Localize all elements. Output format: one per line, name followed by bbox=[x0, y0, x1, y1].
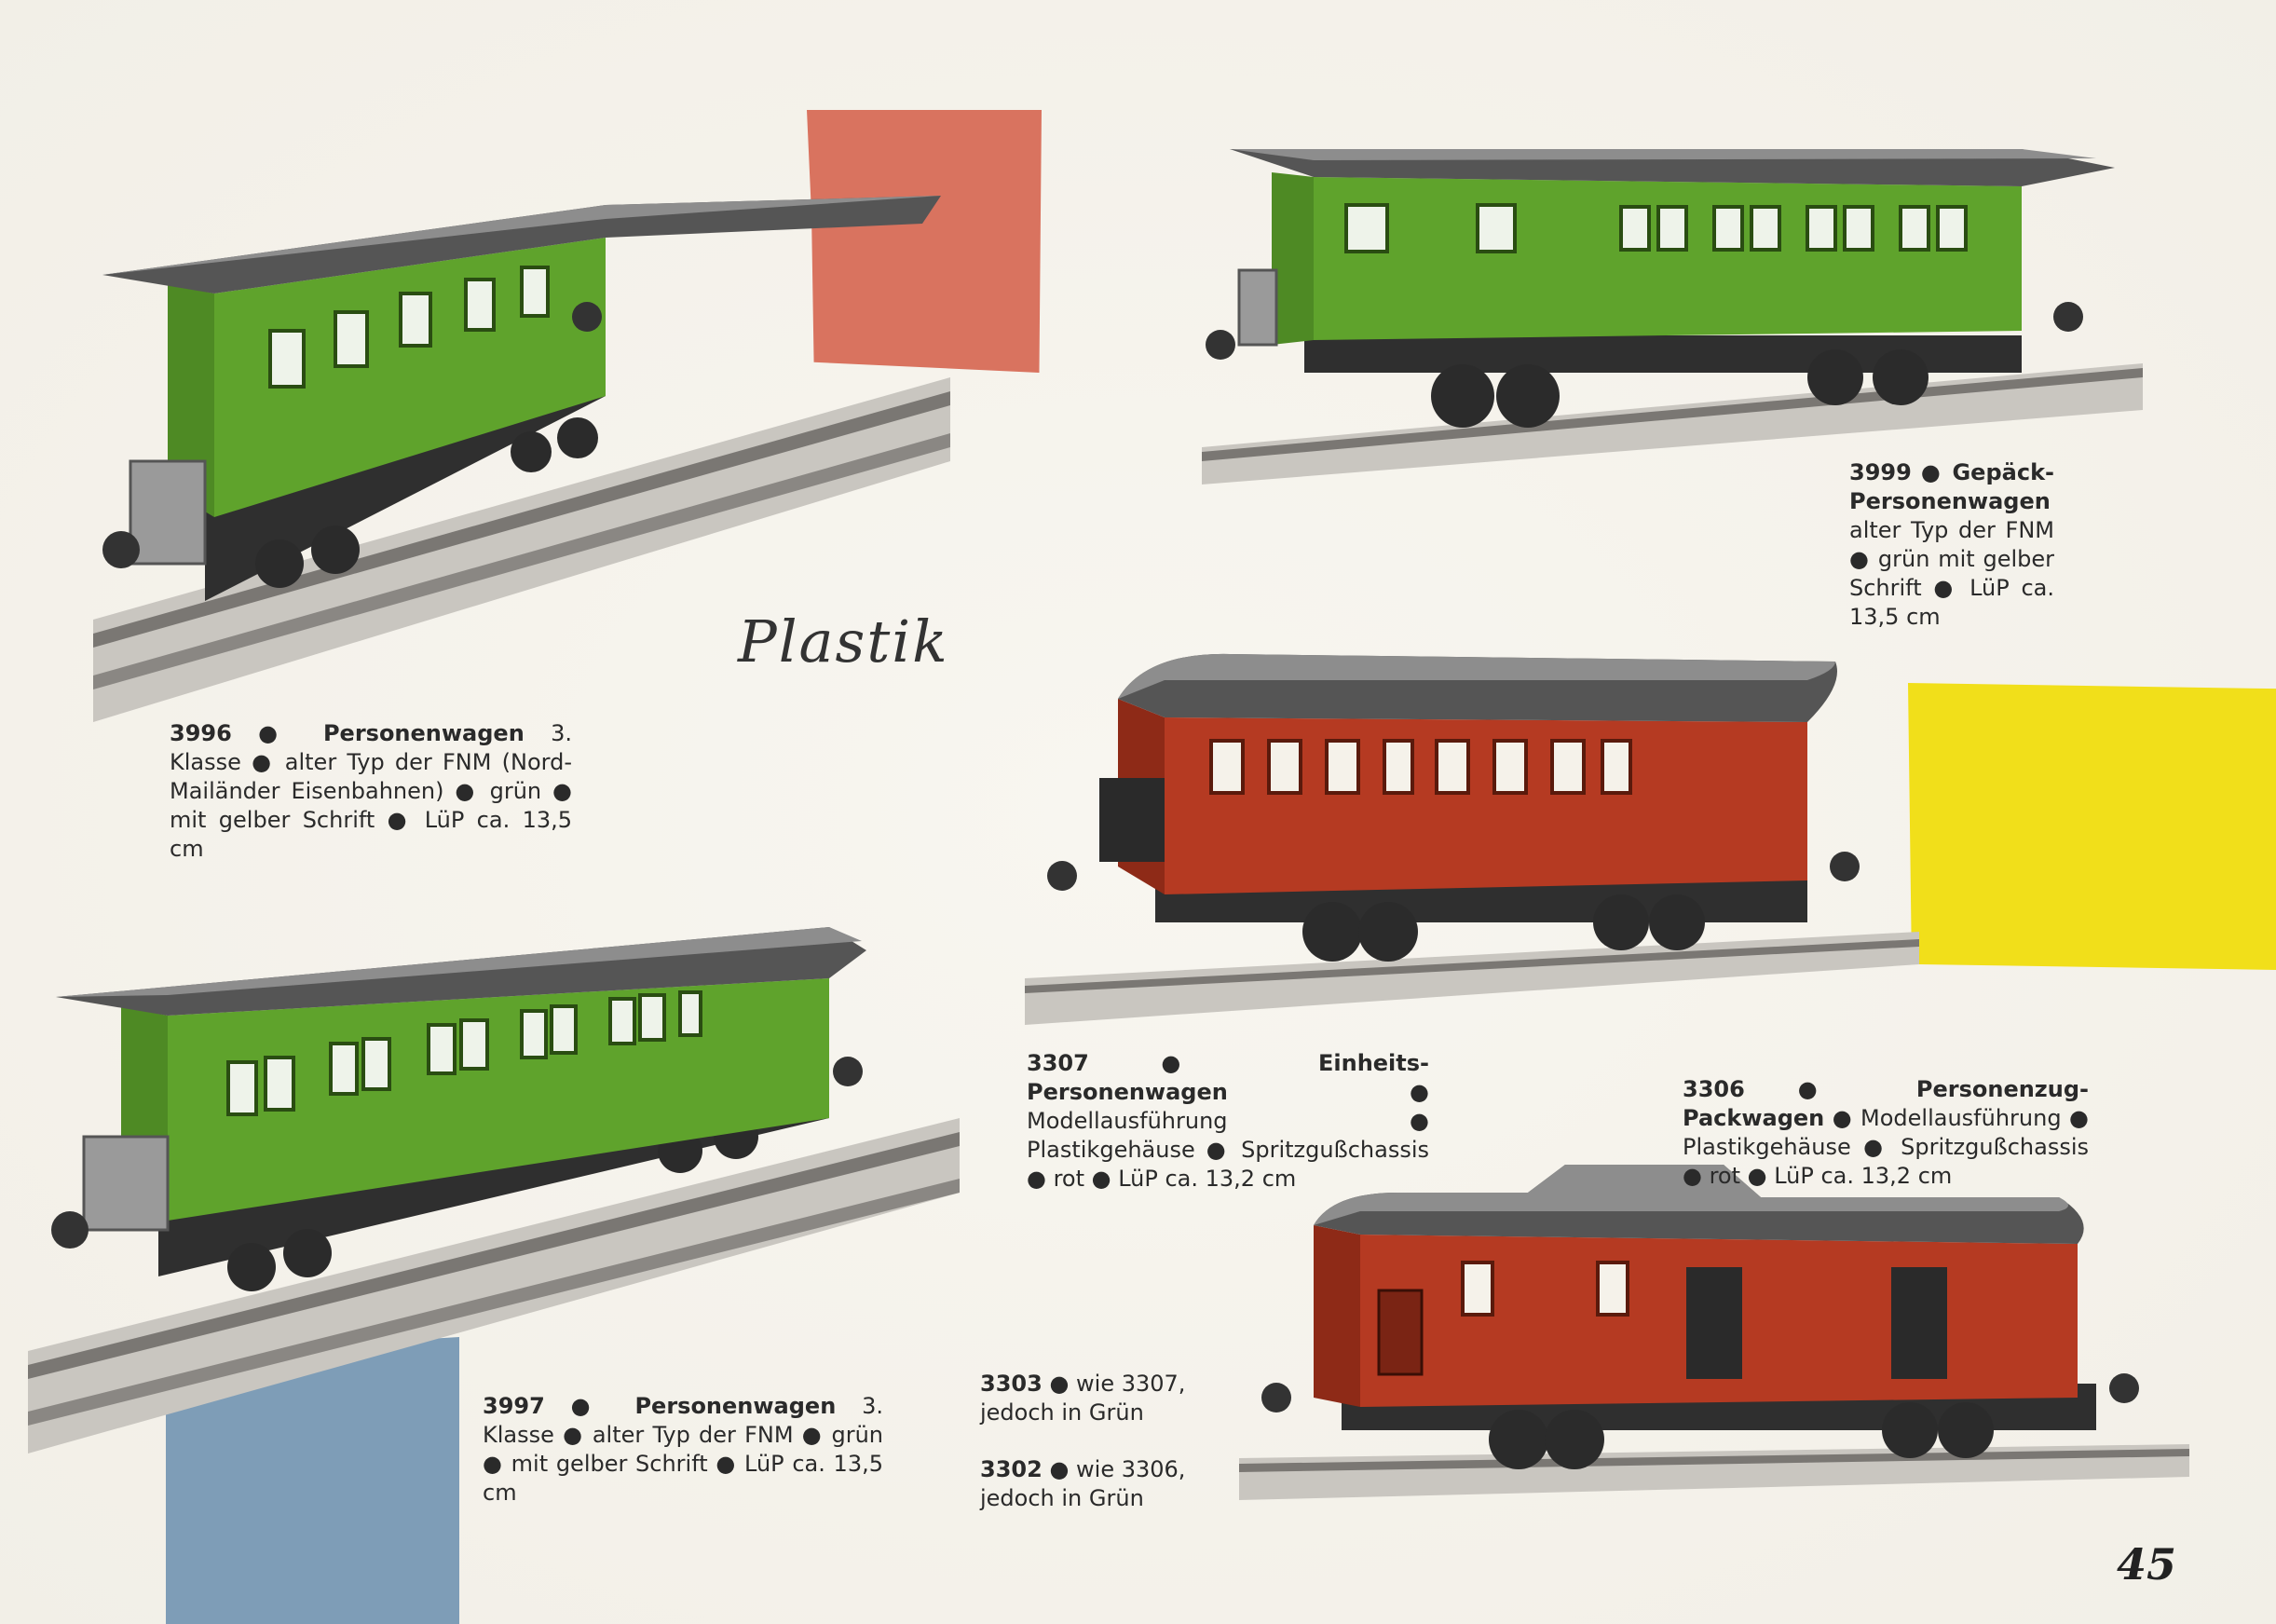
caption-3306-name: Personenzug-Packwagen bbox=[1683, 1076, 2089, 1131]
caption-3306: 3306 ● Personenzug-Packwagen ● Modellaus… bbox=[1683, 1076, 2089, 1189]
caption-3996-name: Personenwagen bbox=[322, 720, 525, 746]
caption-3997-text: 3. Klasse ● alter Typ der FNM ● grün ● m… bbox=[483, 1393, 883, 1506]
car-3997-image bbox=[28, 913, 960, 1453]
yellow-color-swatch bbox=[1908, 683, 2276, 970]
caption-3306-code: 3306 bbox=[1683, 1076, 1745, 1102]
caption-3307-name: Einheits-Personenwagen bbox=[1027, 1050, 1429, 1105]
caption-3307-code: 3307 bbox=[1027, 1050, 1089, 1076]
caption-3996-text: 3. Klasse ● alter Typ der FNM (Nord-Mail… bbox=[170, 720, 572, 862]
caption-3303: 3303 ● wie 3307, jedoch in Grün bbox=[980, 1371, 1186, 1426]
caption-3997: 3997 ● Personenwagen 3. Klasse ● alter T… bbox=[483, 1393, 883, 1506]
plastik-script-label: Plastik bbox=[738, 607, 949, 676]
caption-3303-text: wie 3307, jedoch in Grün bbox=[980, 1371, 1186, 1426]
caption-3307-text: ● Modellausführung ● Plastikgehäuse ● Sp… bbox=[1027, 1079, 1429, 1192]
car-3307-image bbox=[1025, 643, 1919, 1034]
caption-3999-text: alter Typ der FNM ● grün mit gelber Schr… bbox=[1849, 517, 2054, 630]
caption-3302-code: 3302 bbox=[980, 1456, 1043, 1482]
car-3999-image bbox=[1183, 130, 2143, 484]
caption-3306-text: ● Modellausführung ● Plastikgehäuse ● Sp… bbox=[1683, 1105, 2089, 1189]
salmon-color-swatch bbox=[807, 110, 1042, 373]
caption-3999: 3999 ● Gepäck-Personenwagen alter Typ de… bbox=[1849, 459, 2054, 630]
caption-3997-name: Personenwagen bbox=[634, 1393, 837, 1419]
car-3306-image bbox=[1239, 1151, 2189, 1505]
car-3996-image bbox=[84, 182, 950, 722]
caption-3302-text: wie 3306, jedoch in Grün bbox=[980, 1456, 1186, 1511]
caption-3999-code: 3999 bbox=[1849, 459, 1912, 485]
page-number: 45 bbox=[2117, 1539, 2177, 1590]
caption-3307: 3307 ● Einheits-Personenwagen ● Modellau… bbox=[1027, 1050, 1429, 1192]
caption-3302: 3302 ● wie 3306, jedoch in Grün bbox=[980, 1456, 1186, 1511]
caption-3303-code: 3303 bbox=[980, 1371, 1043, 1397]
caption-3996: 3996 ● Personenwagen 3. Klasse ● alter T… bbox=[170, 720, 572, 862]
caption-3997-code: 3997 bbox=[483, 1393, 545, 1419]
caption-3999-name: Gepäck-Personenwagen bbox=[1849, 459, 2054, 514]
caption-3996-code: 3996 bbox=[170, 720, 232, 746]
